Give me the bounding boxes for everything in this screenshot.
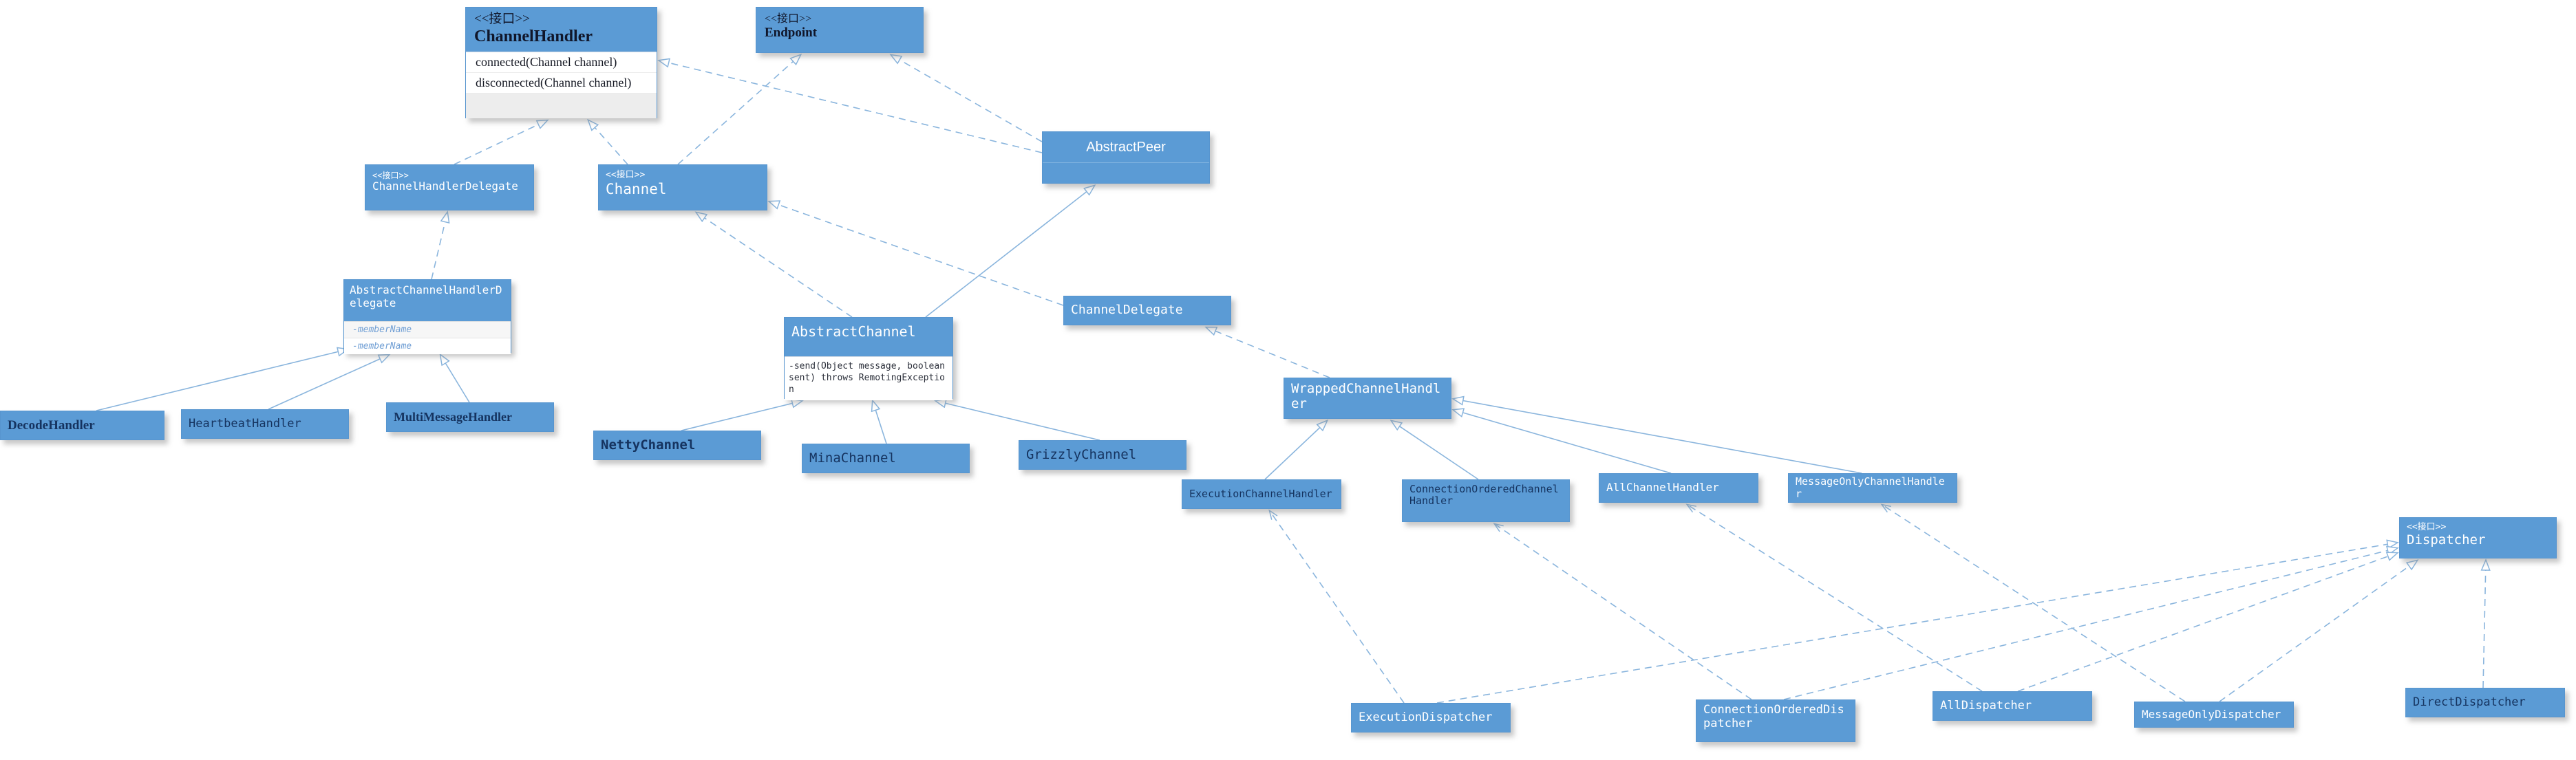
class-name: AbstractPeer [1043,132,1209,163]
class-connectionorderedchannelhandler[interactable]: ConnectionOrderedChannelHandler [1402,479,1570,522]
class-abstractchannel[interactable]: AbstractChannel -send(Object message, bo… [784,317,953,400]
method-row: -send(Object message, boolean sent) thro… [785,356,952,400]
class-channelhandlerdelegate[interactable]: <<接口>> ChannelHandlerDelegate [365,164,534,210]
edge-connectionordereddispatcher-to-dispatcher [1783,548,2397,700]
edge-multimessagehandler-to-abstractchannelhandlerdelegate [440,355,470,403]
class-name: ChannelHandlerDelegate [372,180,518,193]
edge-decodehandler-to-abstractchannelhandlerdelegate [96,349,348,411]
edge-channelhandlerdelegate-to-channelhandler [454,120,547,165]
class-messageonlychannelhandler[interactable]: MessageOnlyChannelHandler [1788,473,1957,503]
class-channel[interactable]: <<接口>> Channel [598,164,767,210]
class-name: ExecutionDispatcher [1359,710,1493,724]
class-alldispatcher[interactable]: AllDispatcher [1933,691,2092,721]
class-name: Endpoint [765,25,818,41]
class-name: ChannelDelegate [1071,303,1183,318]
stereotype-label: <<接口>> [2407,522,2447,532]
class-wrappedchannelhandler[interactable]: WrappedChannelHandler [1284,378,1451,419]
class-directdispatcher[interactable]: DirectDispatcher [2405,688,2565,717]
class-executionchannelhandler[interactable]: ExecutionChannelHandler [1182,479,1341,509]
edge-grizzlychannel-to-abstractchannel [936,401,1100,441]
class-name: ChannelHandler [474,27,593,45]
edge-channel-to-channelhandler [588,120,628,165]
edge-alldispatcher-to-allchannelhandler [1688,505,1983,692]
member-row: -memberName [344,321,511,338]
edge-connectionorderedchannelhandler-to-wrappedchannelhandler [1392,421,1479,480]
class-name: MessageOnlyChannelHandler [1796,475,1945,500]
class-name: MinaChannel [809,450,896,466]
edge-executiondispatcher-to-dispatcher [1436,543,2397,704]
method-row: disconnected(Channel channel) [466,73,657,94]
class-name: MessageOnlyDispatcher [2142,707,2281,721]
stereotype-label: <<接口>> [606,170,646,180]
class-name: AbstractChannel [791,323,916,340]
class-channelhandler[interactable]: <<接口>> ChannelHandler connected(Channel … [465,7,657,118]
stereotype-label: <<接口>> [474,12,530,26]
edge-messageonlydispatcher-to-dispatcher [2219,561,2417,702]
edge-executionchannelhandler-to-wrappedchannelhandler [1264,421,1327,480]
class-name: AbstractChannelHandlerDelegate [350,283,502,310]
edge-allchannelhandler-to-wrappedchannelhandler [1454,410,1672,474]
empty-compartment [1043,163,1209,183]
class-channeldelegate[interactable]: ChannelDelegate [1063,296,1231,325]
class-messageonlydispatcher[interactable]: MessageOnlyDispatcher [2134,702,2294,728]
class-name: AllChannelHandler [1606,481,1719,495]
class-heartbeathandler[interactable]: HeartbeatHandler [181,409,349,439]
edge-nettychannel-to-abstractchannel [681,401,802,431]
class-allchannelhandler[interactable]: AllChannelHandler [1599,473,1758,503]
class-name: Dispatcher [2407,532,2486,547]
edge-abstractchannelhandlerdelegate-to-channelhandlerdelegate [431,213,447,280]
class-name: MultiMessageHandler [394,410,512,424]
edge-heartbeathandler-to-abstractchannelhandlerdelegate [268,355,389,410]
class-name: ConnectionOrderedChannelHandler [1409,483,1559,508]
edge-abstractchannel-to-channel [696,213,853,318]
class-abstractchannelhandlerdelegate[interactable]: AbstractChannelHandlerDelegate -memberNa… [343,279,511,354]
class-name: DirectDispatcher [2413,695,2526,709]
edge-abstractpeer-to-endpoint [891,55,1043,142]
class-name: ConnectionOrderedDispatcher [1703,703,1844,730]
method-row: connected(Channel channel) [466,52,657,73]
edge-messageonlychannelhandler-to-wrappedchannelhandler [1454,399,1862,474]
edge-executiondispatcher-to-executionchannelhandler [1270,511,1405,704]
class-name: WrappedChannelHandler [1291,381,1441,411]
edge-channeldelegate-to-channel [769,202,1064,306]
class-multimessagehandler[interactable]: MultiMessageHandler [386,402,554,432]
edge-messageonlydispatcher-to-messageonlychannelhandler [1882,505,2186,702]
class-name: NettyChannel [601,437,696,453]
edge-wrappedchannelhandler-to-channeldelegate [1206,327,1330,378]
class-name: ExecutionChannelHandler [1189,487,1332,500]
edge-abstractpeer-to-channelhandler [659,61,1043,153]
class-abstractpeer[interactable]: AbstractPeer [1042,131,1210,184]
class-name: Channel [606,180,667,197]
class-endpoint[interactable]: <<接口>> Endpoint [756,7,924,53]
edge-alldispatcher-to-dispatcher [2017,553,2397,692]
class-name: AllDispatcher [1940,698,2032,713]
class-name: GrizzlyChannel [1026,446,1137,462]
edge-directdispatcher-to-dispatcher [2483,561,2486,688]
edge-abstractchannel-to-abstractpeer [925,186,1094,318]
class-decodehandler[interactable]: DecodeHandler [0,411,164,440]
stereotype-label: <<接口>> [765,13,812,25]
class-name: DecodeHandler [8,417,95,433]
class-dispatcher[interactable]: <<接口>> Dispatcher [2399,517,2557,558]
member-row: -memberName [344,338,511,354]
empty-compartment [466,94,657,118]
class-nettychannel[interactable]: NettyChannel [593,431,761,460]
class-minachannel[interactable]: MinaChannel [802,444,970,473]
edge-channel-to-endpoint [677,55,800,165]
class-name: HeartbeatHandler [189,416,301,431]
edge-connectionordereddispatcher-to-connectionorderedchannelhandler [1495,524,1752,700]
class-connectionordereddispatcher[interactable]: ConnectionOrderedDispatcher [1696,699,1855,742]
stereotype-label: <<接口>> [372,171,409,180]
class-executiondispatcher[interactable]: ExecutionDispatcher [1351,703,1511,732]
class-grizzlychannel[interactable]: GrizzlyChannel [1019,440,1186,470]
edge-minachannel-to-abstractchannel [873,401,887,444]
